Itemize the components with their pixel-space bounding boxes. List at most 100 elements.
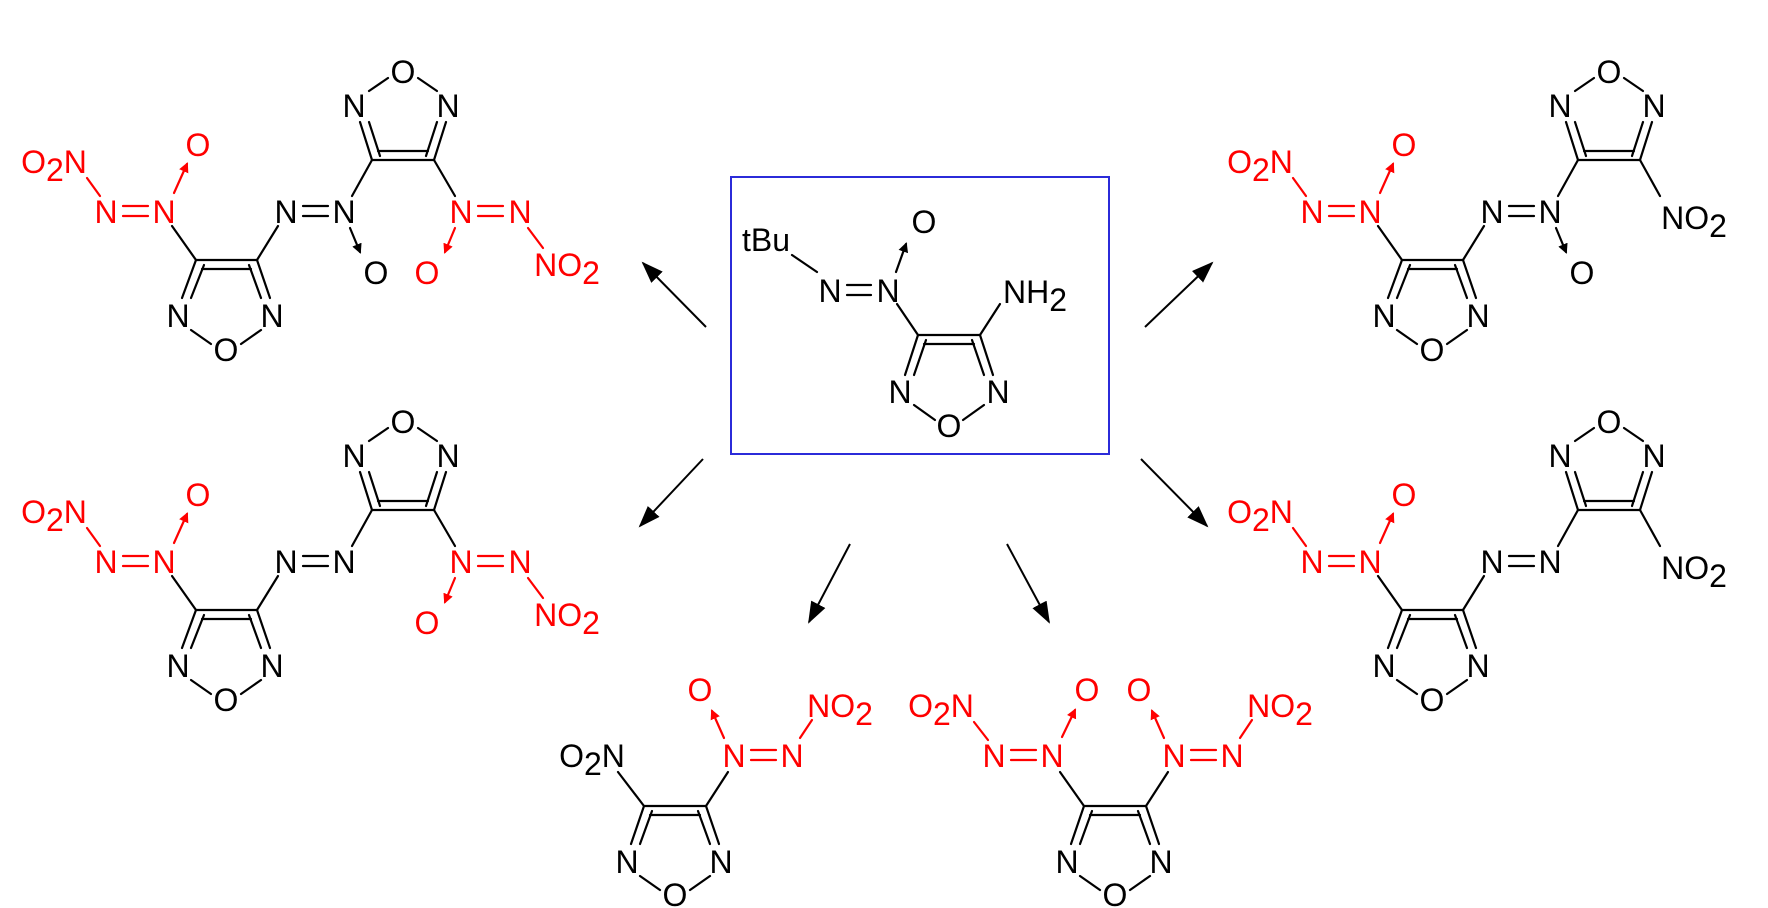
ring-n-left: N [888,374,911,410]
oxide-o: O [415,255,440,291]
product-bottom-right: O2N N N O N N O N N O NO2 [908,672,1313,908]
reaction-arrows [638,261,1214,624]
ring-n: N [1372,648,1395,684]
nitro-label: NO2 [1661,200,1727,244]
oxide-o: O [1075,672,1100,708]
ring-n: N [166,648,189,684]
ring-o: O [391,54,416,90]
bridge-n: N [1538,544,1561,580]
ring-o: O [1420,332,1445,368]
azoxy-n: N [94,194,117,230]
starting-material: tBu N N O NH2 N N O [730,176,1110,455]
bridge-n: N [1480,544,1503,580]
ring-n-right: N [986,374,1009,410]
product-bottom-left: O2N N N O N N O NO2 [559,672,873,908]
ring-n: N [709,844,732,880]
ring-n: N [1149,844,1172,880]
arrow-to-mid-right [1140,458,1209,528]
product-top-left: O2N N N O N N O N N O N [21,54,600,368]
nitro-label: NO2 [534,247,600,291]
nitro-label: NO2 [1247,688,1313,732]
ring-n: N [260,298,283,334]
tert-butyl-label: tBu [742,222,790,258]
nitro-label: NO2 [534,597,600,641]
bridge-o: O [1570,255,1595,291]
oxide-o: O [1127,672,1152,708]
ring-o: O [1103,877,1128,908]
ring-o: O [1597,54,1622,90]
azoxy-n: N [722,738,745,774]
bridge-o: O [364,255,389,291]
azo-n2: N [876,273,899,309]
ring-n: N [342,438,365,474]
ring-n: N [1642,88,1665,124]
nitro-label: O2N [1227,144,1293,188]
azoxy-n: N [1162,738,1185,774]
azoxy-n: N [508,194,531,230]
ring-n: N [1055,844,1078,880]
ring-n: N [166,298,189,334]
oxide-o: O [1392,127,1417,163]
ring-o: O [1420,682,1445,718]
oxide-o: O [1392,477,1417,513]
azoxy-n: N [152,194,175,230]
nitro-label: NO2 [1661,550,1727,594]
nitro-label: O2N [21,494,87,538]
nitro-label: O2N [21,144,87,188]
ring-n: N [260,648,283,684]
ring-n: N [1466,648,1489,684]
product-top-right: O2N N N O N N O N N O N N [1227,54,1727,368]
nitro-label: O2N [559,738,625,782]
azo-n1: N [818,273,841,309]
oxide-o: O [688,672,713,708]
ring-o: O [1597,404,1622,440]
bridge-n: N [274,544,297,580]
ring-o: O [391,404,416,440]
azoxy-n: N [1040,738,1063,774]
starting-material-frame [730,176,1110,455]
ring-o: O [937,408,962,444]
azoxy-n: N [449,544,472,580]
ring-n: N [1548,88,1571,124]
azoxy-n: N [1220,738,1243,774]
product-mid-right: O2N N N O N N O N N N N O [1227,404,1727,718]
azoxy-n: N [508,544,531,580]
bridge-n: N [274,194,297,230]
azoxy-n: N [982,738,1005,774]
azoxy-n: N [152,544,175,580]
ring-n: N [1466,298,1489,334]
ring-o: O [214,682,239,718]
azoxy-n: N [1358,194,1381,230]
amino-label: NH2 [1003,274,1067,318]
oxide-o: O [415,605,440,641]
arrow-to-mid-left [638,458,704,528]
oxide-o: O [186,127,211,163]
arrow-to-top-left [641,261,707,328]
azoxy-n: N [449,194,472,230]
azoxy-n: N [1358,544,1381,580]
product-mid-left: O2N N N O N N O N N N N [21,404,600,718]
azoxy-n: N [1300,194,1323,230]
oxide-o: O [912,204,937,240]
azoxy-n: N [780,738,803,774]
ring-n: N [342,88,365,124]
ring-o: O [214,332,239,368]
azoxy-n: N [94,544,117,580]
arrow-to-bottom-left [808,543,851,624]
ring-n: N [436,438,459,474]
nitro-label: O2N [1227,494,1293,538]
ring-o: O [663,877,688,908]
ring-n: N [1372,298,1395,334]
arrow-to-bottom-right [1006,543,1050,624]
bridge-n: N [1480,194,1503,230]
azoxy-n: N [1300,544,1323,580]
bridge-n: N [332,544,355,580]
oxide-o: O [186,477,211,513]
ring-n: N [615,844,638,880]
ring-n: N [1642,438,1665,474]
bridge-n: N [1538,194,1561,230]
arrow-to-top-right [1144,261,1214,328]
ring-n: N [436,88,459,124]
ring-n: N [1548,438,1571,474]
